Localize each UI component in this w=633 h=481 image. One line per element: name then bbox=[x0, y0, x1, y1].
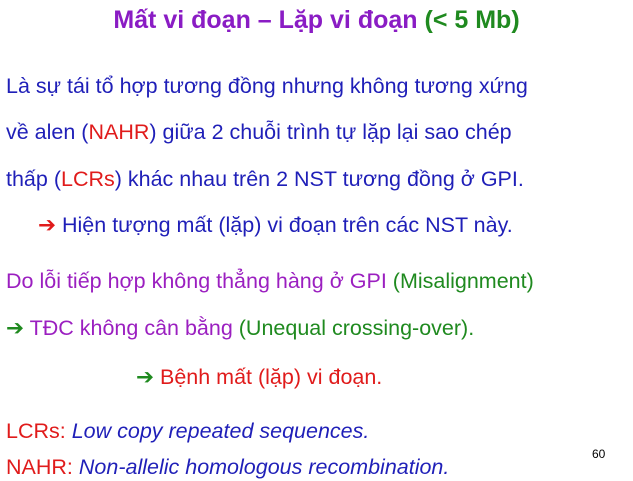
arrow-right-icon: ➔ bbox=[6, 316, 25, 340]
para2-line2-a: TĐC không cân bằng bbox=[29, 316, 239, 340]
glossary-definition: Low copy repeated sequences. bbox=[71, 419, 370, 443]
arrow-right-icon: ➔ bbox=[38, 213, 57, 237]
arrow-right-icon: ➔ bbox=[136, 365, 155, 389]
para2-line1-a: Do lỗi tiếp hợp không thẳng hàng ở GPI bbox=[6, 269, 393, 293]
para1-line3: thấp (LCRs) khác nhau trên 2 NST tương đ… bbox=[6, 167, 524, 192]
page-number: 60 bbox=[592, 447, 606, 461]
para1-line2-c: ) giữa 2 chuỗi trình tự lặp lại sao chép bbox=[149, 120, 512, 144]
title-main: Mất vi đoạn – Lặp vi đoạn bbox=[113, 6, 425, 34]
para1-line2: về alen (NAHR) giữa 2 chuỗi trình tự lặp… bbox=[6, 120, 512, 145]
result-text: Bệnh mất (lặp) vi đoạn. bbox=[160, 365, 383, 389]
glossary-item-nahr: NAHR: Non-allelic homologous recombinati… bbox=[6, 455, 449, 480]
glossary-abbr: NAHR: bbox=[6, 455, 73, 479]
para1-line3-a: thấp ( bbox=[6, 167, 61, 191]
glossary-item-lcrs: LCRs: Low copy repeated sequences. bbox=[6, 419, 369, 444]
glossary-abbr: LCRs: bbox=[6, 419, 66, 443]
glossary-definition: Non-allelic homologous recombination. bbox=[78, 455, 450, 479]
lcrs-abbr: LCRs bbox=[60, 167, 115, 191]
para1-line3-c: ) khác nhau trên 2 NST tương đồng ở GPI. bbox=[114, 167, 524, 191]
consequence-text: Hiện tượng mất (lặp) vi đoạn trên các NS… bbox=[62, 213, 513, 237]
para2-line2: ➔ TĐC không cân bằng (Unequal crossing-o… bbox=[6, 316, 474, 341]
para1-consequence: ➔ Hiện tượng mất (lặp) vi đoạn trên các … bbox=[38, 213, 513, 238]
para2-result: ➔ Bệnh mất (lặp) vi đoạn. bbox=[136, 365, 382, 390]
para1-line2-a: về alen ( bbox=[6, 120, 89, 144]
nahr-abbr: NAHR bbox=[88, 120, 150, 144]
unequal-crossing-term: (Unequal crossing-over). bbox=[238, 316, 475, 340]
title-size: (< 5 Mb) bbox=[424, 6, 520, 34]
para2-line1: Do lỗi tiếp hợp không thẳng hàng ở GPI (… bbox=[6, 269, 534, 294]
para1-line1: Là sự tái tổ hợp tương đồng nhưng không … bbox=[6, 74, 528, 98]
misalignment-term: (Misalignment) bbox=[392, 269, 534, 293]
slide-title: Mất vi đoạn – Lặp vi đoạn (< 5 Mb) bbox=[0, 6, 633, 35]
